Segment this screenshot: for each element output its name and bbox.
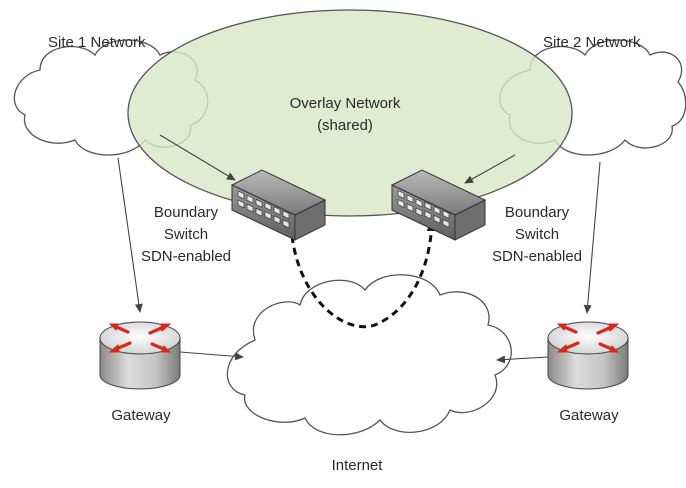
internet-cloud-icon (226, 274, 512, 436)
site2-to-switch-arrow (464, 154, 516, 184)
overlay-network-ellipse (127, 9, 573, 217)
site2-to-gateway-arrow (583, 161, 601, 314)
boundary-switch-right-icon (390, 169, 487, 241)
switch-left-label-line2: Switch (164, 226, 208, 243)
overlay-network-sublabel: (shared) (317, 117, 373, 134)
switch-right-label-line1: Boundary (505, 204, 570, 221)
overlay-network-label: Overlay Network (290, 95, 401, 112)
site1-to-gateway-arrow (117, 157, 143, 313)
sdn-tunnel-arrow (285, 220, 437, 329)
gateway-left-to-internet-arrow (179, 351, 244, 361)
site2-network-label: Site 2 Network (543, 34, 641, 51)
internet-label: Internet (332, 457, 384, 474)
gateway-right-to-internet-arrow (496, 355, 549, 364)
switch-left-label-line1: Boundary (154, 204, 219, 221)
switch-right-label-line3: SDN-enabled (492, 248, 582, 265)
gateway-right-router-icon (547, 321, 629, 390)
boundary-switch-left-icon (230, 169, 327, 241)
switch-right-label-line2: Switch (515, 226, 559, 243)
site1-to-switch-arrow (159, 134, 236, 181)
switch-left-label-line3: SDN-enabled (141, 248, 231, 265)
gateway-left-label: Gateway (111, 407, 171, 424)
site1-network-label: Site 1 Network (48, 34, 146, 51)
gateway-left-router-icon (99, 321, 181, 390)
gateway-right-label: Gateway (559, 407, 619, 424)
